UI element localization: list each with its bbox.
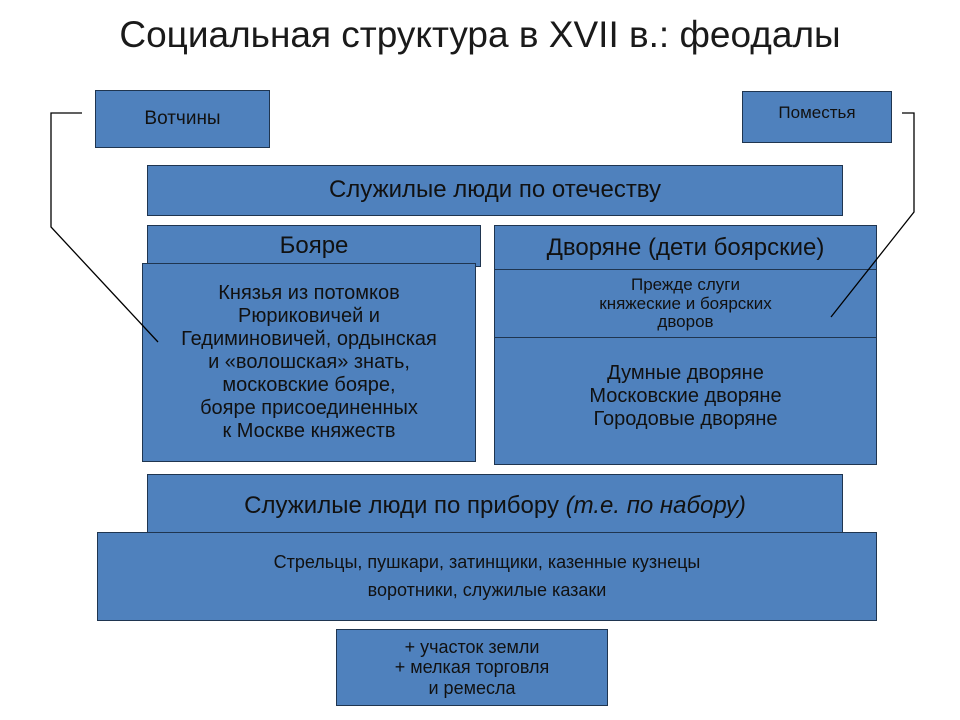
- boyare-line: московские бояре,: [222, 374, 396, 396]
- boyare-line: и «волошская» знать,: [208, 351, 410, 373]
- boyare-line: Гедиминовичей, ордынская: [181, 328, 437, 350]
- boyare-line: Рюриковичей и: [238, 305, 380, 327]
- bonus-line: + участок земли: [404, 637, 540, 657]
- dvoryane-rank: Московские дворяне: [589, 384, 782, 407]
- page-title: Социальная структура в XVII в.: феодалы: [119, 14, 841, 55]
- boyare-line: Князья из потомков: [218, 282, 400, 304]
- bonus-line: и ремесла: [428, 677, 516, 698]
- otechestvo-box: Служилые люди по отечеству: [147, 165, 843, 216]
- dvoryane-prezhde-line: княжеские и боярских: [599, 293, 772, 313]
- votchiny-box: Вотчины: [95, 90, 270, 148]
- otechestvo-label: Служилые люди по отечеству: [328, 176, 662, 204]
- dvoryane-prezhde-box: Прежде слуги княжеские и боярских дворов: [494, 269, 877, 339]
- votchiny-label: Вотчины: [144, 108, 221, 130]
- bonus-box: + участок земли + мелкая торговля и реме…: [336, 629, 608, 706]
- pomestya-box: Поместья: [742, 91, 892, 143]
- boyare-body-box: Князья из потомков Рюриковичей и Гедимин…: [142, 263, 476, 462]
- bonus-line: + мелкая торговля: [394, 657, 550, 678]
- streltsy-line: Стрельцы, пушкари, затинщики, казенные к…: [273, 551, 701, 572]
- dvoryane-ranks-box: Думные дворяне Московские дворяне Городо…: [494, 337, 877, 465]
- boyare-line: к Москве княжеств: [222, 420, 396, 442]
- boyare-line: бояре присоединенных: [200, 397, 418, 419]
- pomestya-connector: [830, 112, 915, 318]
- pomestya-label: Поместья: [778, 103, 856, 122]
- dvoryane-prezhde-line: Прежде слуги: [630, 274, 741, 294]
- boyare-header: Бояре: [279, 232, 349, 259]
- dvoryane-rank: Городовые дворяне: [593, 407, 778, 430]
- dvoryane-header: Дворяне (дети боярские): [546, 234, 825, 262]
- streltsy-line: воротники, служилые казаки: [367, 579, 607, 600]
- pribor-text: Служилые люди по прибору: [244, 492, 566, 519]
- pribor-italic: (т.е. по набору): [565, 492, 746, 519]
- streltsy-box: Стрельцы, пушкари, затинщики, казенные к…: [97, 532, 877, 621]
- pribor-box: Служилые люди по прибору (т.е. по набору…: [147, 474, 843, 536]
- votchiny-connector: [50, 112, 159, 343]
- dvoryane-prezhde-line: дворов: [657, 312, 714, 332]
- dvoryane-rank: Думные дворяне: [607, 361, 764, 384]
- pribor-label: Служилые люди по прибору (т.е. по набору…: [244, 492, 746, 520]
